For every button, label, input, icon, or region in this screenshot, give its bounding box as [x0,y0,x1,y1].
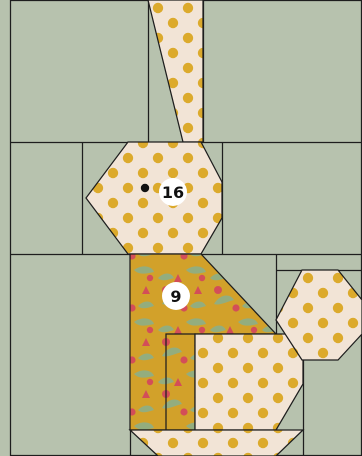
eye-dot-icon [141,184,149,192]
label-text: 16 [162,183,184,202]
bunny-feet [130,430,303,456]
label-body: 9 [162,282,190,310]
bunny-arm [166,334,195,430]
label-text: 9 [170,287,181,306]
label-head: 16 [159,178,187,206]
